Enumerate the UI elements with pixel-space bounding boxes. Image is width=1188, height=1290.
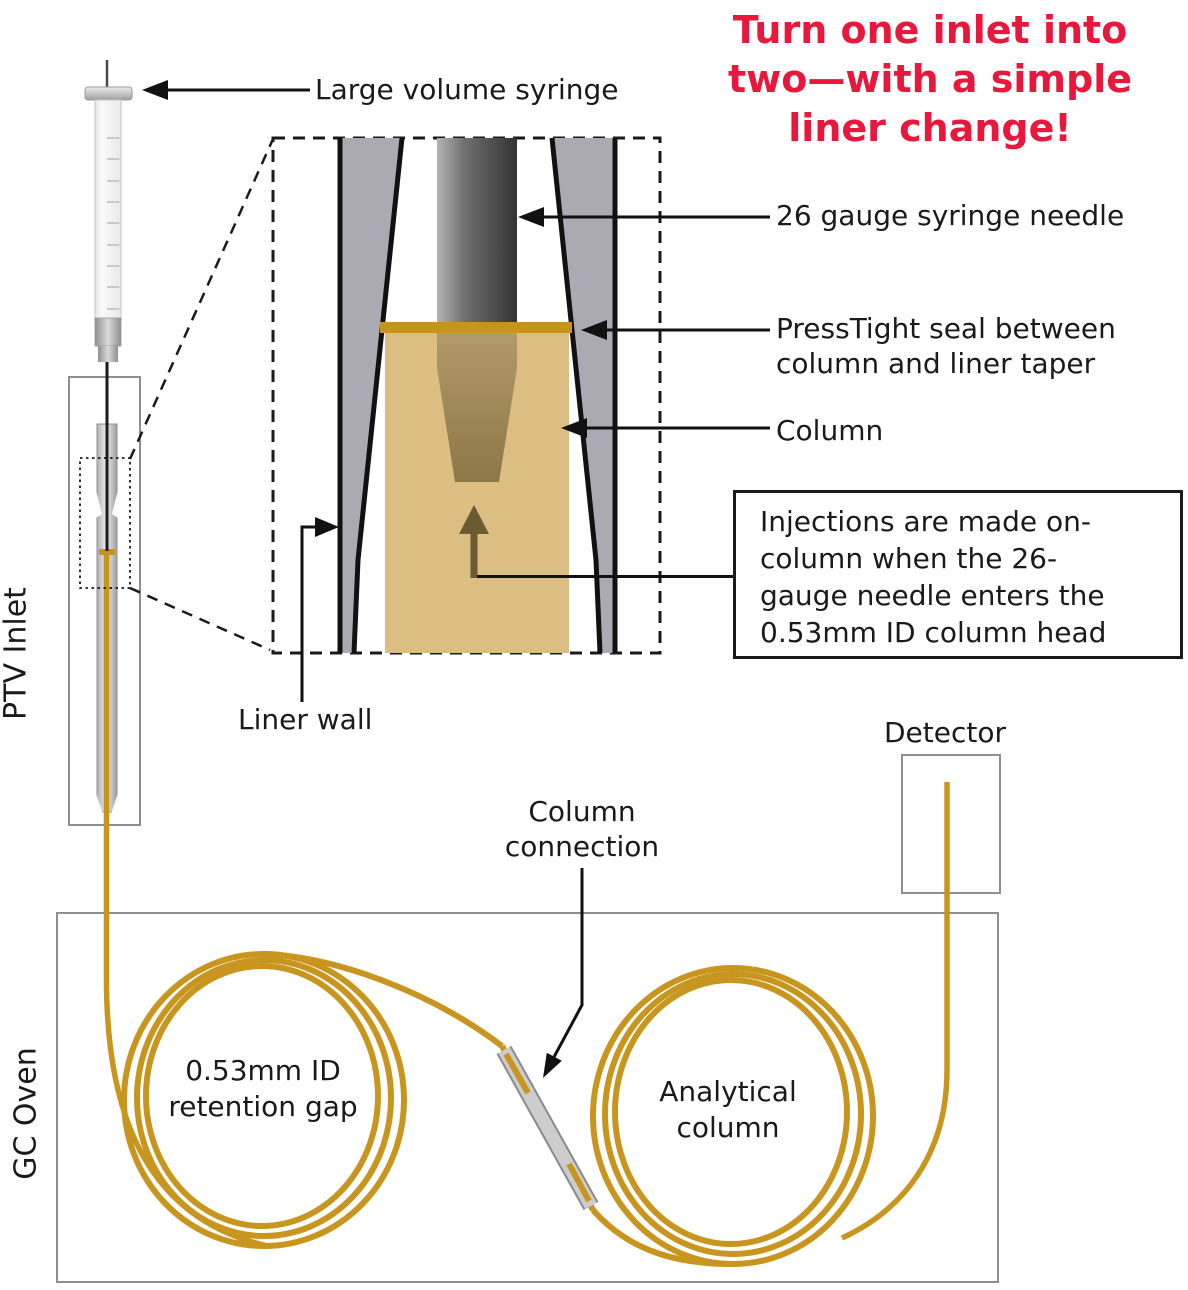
arrow-seal: [581, 320, 607, 340]
needle-tip-arrow: [459, 505, 489, 578]
arrow-needle: [518, 207, 544, 227]
label-detector: Detector: [884, 716, 1007, 749]
arrow-syringe: [142, 80, 168, 100]
syringe-graduations: [107, 137, 120, 310]
injection-note-line: gauge needle enters the: [760, 579, 1105, 612]
label-liner-wall: Liner wall: [238, 703, 373, 736]
syringe-hub: [94, 317, 122, 347]
detector-column-path: [840, 782, 950, 1241]
injection-note-box: Injections are made on- column when the …: [733, 490, 1183, 659]
liner-inset: [271, 136, 662, 655]
label-column-connection: Column connection: [504, 795, 660, 863]
label-retention-gap: 0.53mm ID retention gap: [168, 1054, 358, 1123]
label-presstight-seal: PressTight seal between: [776, 312, 1116, 345]
arrow-liner-wall: [315, 517, 339, 537]
injection-note-line: 0.53mm ID column head: [760, 616, 1107, 649]
column-connector-tube: [496, 1045, 599, 1211]
arrow-column: [561, 418, 587, 438]
syringe: [84, 60, 133, 551]
label-ptv-inlet: PTV Inlet: [0, 587, 34, 720]
detector-box: [901, 754, 1001, 894]
mini-presstight-seal: [99, 549, 115, 555]
label-presstight-seal: column and liner taper: [776, 347, 1096, 380]
callout-arrowheads: [142, 80, 607, 1078]
arrow-column-connection: [543, 1052, 562, 1078]
syringe-flange: [84, 86, 133, 101]
headline: Turn one inlet into two—with a simple li…: [660, 6, 1188, 153]
fused-silica-tubing: [103, 555, 950, 1267]
label-gc-oven: GC Oven: [8, 1047, 44, 1180]
injection-note-line: Injections are made on-: [760, 505, 1092, 538]
needle-inside-column: [437, 333, 517, 482]
needle-large: [437, 138, 517, 328]
headline-line: liner change!: [788, 106, 1072, 150]
label-syringe-needle: 26 gauge syringe needle: [776, 199, 1125, 232]
label-analytical-column: Analytical column: [659, 1075, 797, 1144]
callout-lines: [166, 88, 770, 1058]
label-column: Column: [776, 414, 884, 447]
injection-note-line: column when the 26-: [760, 542, 1058, 575]
headline-line: two—with a simple: [727, 57, 1133, 101]
presstight-seal: [380, 322, 572, 333]
gc-oven-box: [56, 912, 999, 1283]
zoom-source-box: [79, 457, 131, 589]
syringe-hub-tip: [98, 346, 118, 362]
syringe-barrel: [94, 99, 122, 323]
label-large-volume-syringe: Large volume syringe: [315, 73, 619, 106]
headline-line: Turn one inlet into: [732, 8, 1128, 52]
analytical-column-coil: [590, 965, 876, 1267]
zoom-projection-lines: [128, 138, 275, 652]
